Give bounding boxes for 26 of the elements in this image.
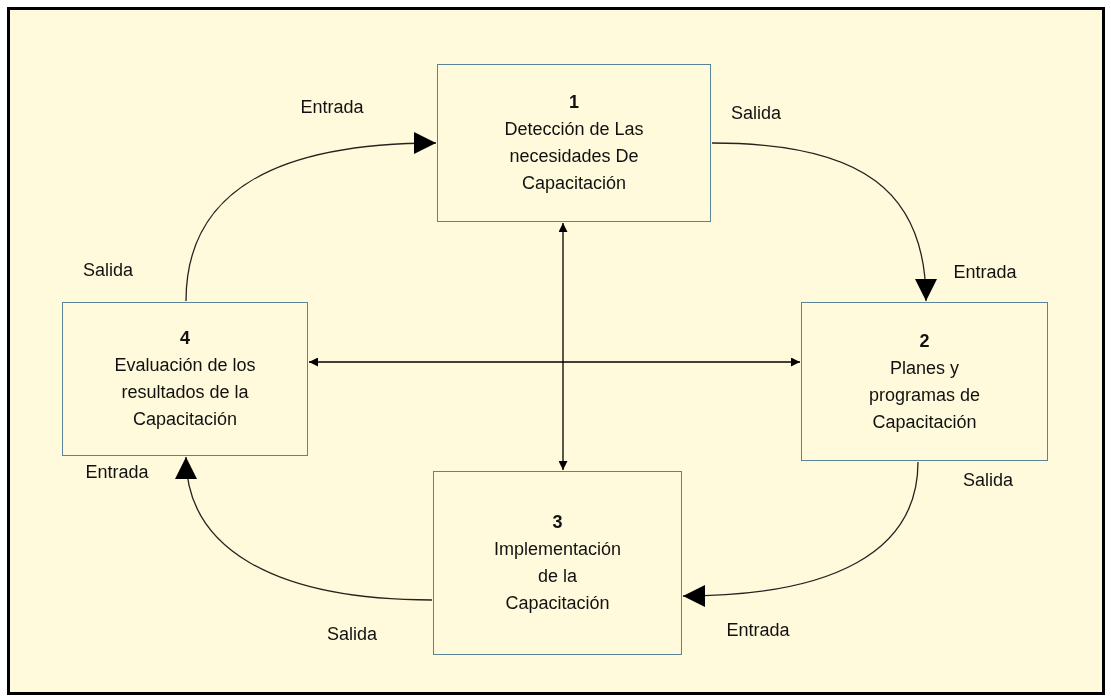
arrow [682,461,919,607]
process-box [433,471,682,655]
flow-label: Entrada [85,461,149,483]
step-text: Evaluación de los resultados de la Capacitación [113,354,257,431]
step-number: 3 [552,511,563,534]
flow-label: Entrada [726,619,790,641]
step-number: 2 [919,329,930,353]
process-box [62,302,308,456]
step-number: 1 [569,91,579,114]
process-box [801,302,1048,461]
flow-label: Entrada [300,96,364,118]
flow-label: Salida [327,623,377,645]
flow-label: Salida [83,259,133,281]
flow-label: Salida [963,469,1013,491]
step-text: Implementación de la Capacitación [492,538,623,615]
step-number: 4 [180,327,190,350]
step-text: Detección de Las necesidades De Capacitación [503,118,645,195]
arrow [711,142,936,302]
flow-label: Entrada [953,261,1017,283]
step-text: Planes y programas de Capacitación [867,356,982,434]
arrow [176,456,433,601]
arrow [558,222,568,471]
arrow [308,357,801,367]
flow-label: Salida [731,102,781,124]
arrow [185,132,437,302]
process-box [437,64,711,222]
